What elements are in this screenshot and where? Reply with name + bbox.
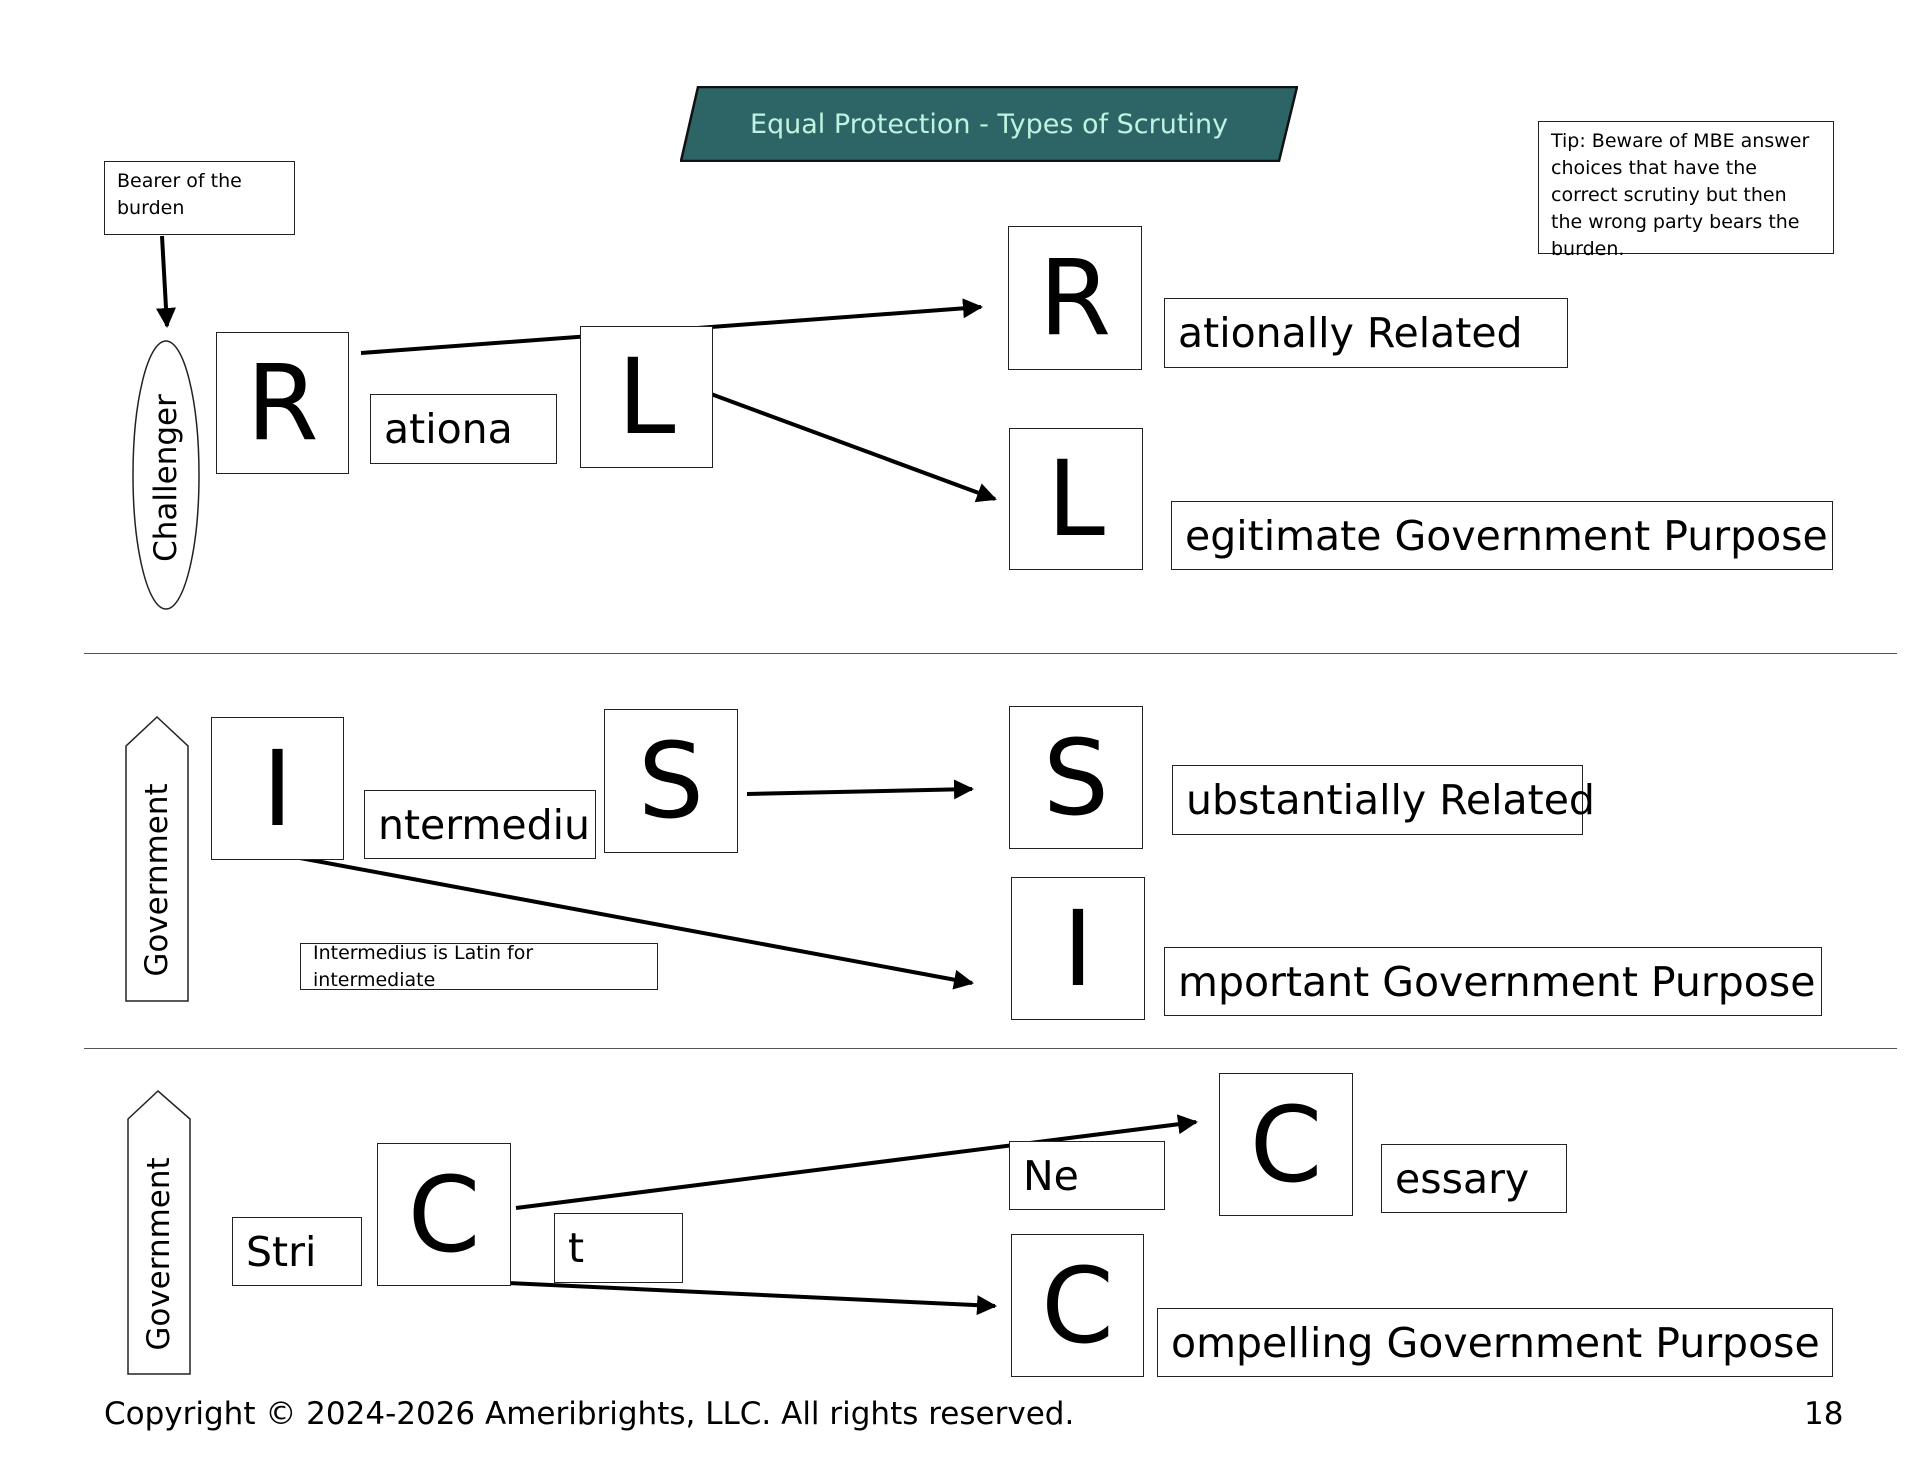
burden-label-government-intermediate: Government <box>139 783 175 977</box>
government-shape-1 <box>125 715 189 1002</box>
element-rationally-related: ationally Related <box>1164 298 1568 368</box>
element-compelling-purpose: ompelling Government Purpose <box>1157 1308 1833 1377</box>
government-shape-2 <box>127 1089 191 1375</box>
element-letter-c-necessary: C <box>1219 1073 1353 1216</box>
title-banner: Equal Protection - Types of Scrutiny <box>680 86 1298 162</box>
element-letter-r: R <box>1008 226 1142 370</box>
word-start-strict: Stri <box>232 1217 362 1286</box>
word-part-rational: ationa <box>370 394 557 464</box>
letter-l: L <box>580 326 713 468</box>
burden-label-government-strict: Government <box>141 1157 177 1351</box>
word-part-intermediate: ntermediu <box>364 790 596 859</box>
page-number: 18 <box>1804 1396 1844 1432</box>
arrow-l-to-legitimate-purpose <box>710 392 997 503</box>
letter-r: R <box>216 332 349 474</box>
page-title: Equal Protection - Types of Scrutiny <box>749 108 1229 140</box>
tip-note: Tip: Beware of MBE answer choices that h… <box>1538 121 1834 260</box>
arrow-i-to-important-purpose <box>299 856 974 990</box>
letter-c: C <box>377 1143 511 1286</box>
word-end-strict: t <box>554 1213 683 1283</box>
section-divider-1 <box>84 653 1897 654</box>
challenger-ellipse <box>132 340 200 610</box>
bearer-arrow <box>156 235 176 328</box>
element-letter-s: S <box>1009 706 1143 849</box>
copyright-footer: Copyright © 2024-2026 Ameribrights, LLC.… <box>104 1396 1075 1432</box>
element-letter-l: L <box>1009 428 1143 570</box>
arrow-s-to-substantially-related <box>746 779 974 800</box>
arrow-c-to-compelling-purpose <box>507 1281 997 1316</box>
element-necessary: essary <box>1381 1144 1567 1213</box>
element-letter-i: I <box>1011 877 1145 1020</box>
letter-i: I <box>211 717 344 860</box>
latin-note: Intermedius is Latin for intermediate <box>300 942 658 991</box>
section-divider-2 <box>84 1048 1897 1049</box>
element-important-purpose: mportant Government Purpose <box>1164 947 1822 1016</box>
bearer-note: Bearer of the burden <box>104 161 295 235</box>
element-substantially-related: ubstantially Related <box>1172 765 1595 835</box>
necessary-prefix: Ne <box>1009 1141 1165 1210</box>
arrow-c-to-necessary <box>515 1114 1198 1210</box>
element-legitimate-purpose: egitimate Government Purpose <box>1171 501 1833 570</box>
element-letter-c-compelling: C <box>1011 1234 1144 1377</box>
letter-s: S <box>604 709 738 853</box>
burden-label-challenger: Challenger <box>148 394 184 562</box>
